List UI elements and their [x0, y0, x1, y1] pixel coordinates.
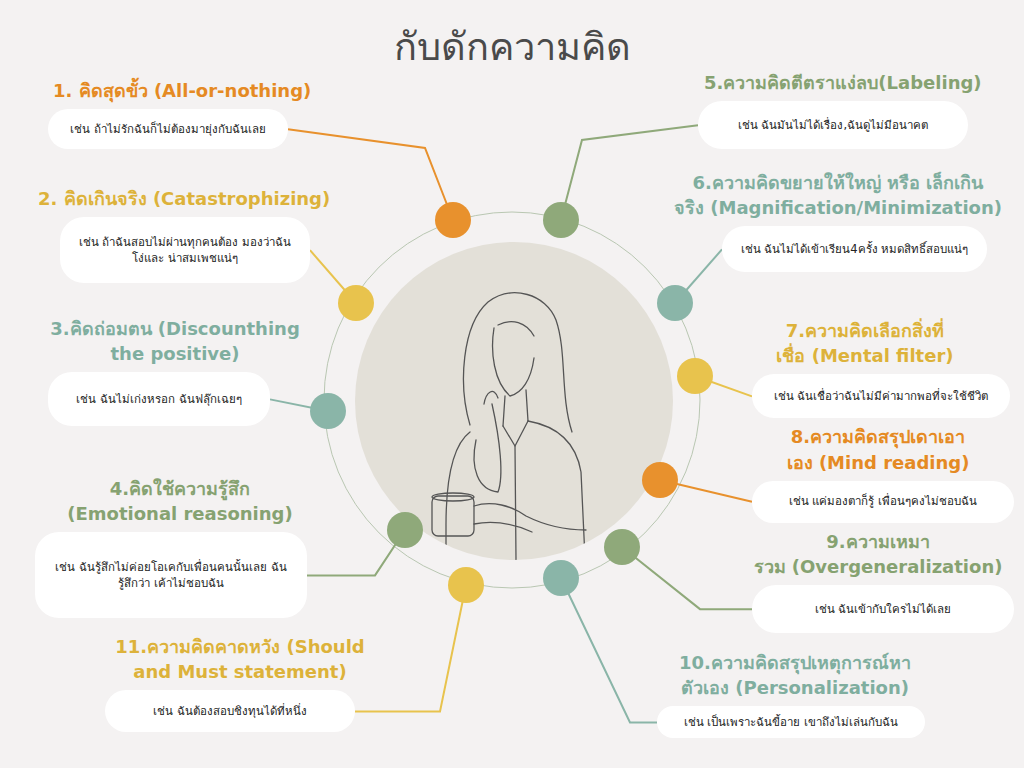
item-heading: 7.ความคิดเลือกสิ่งที่เชื่อ (Mental filte… — [716, 318, 1014, 368]
ring-dots — [310, 202, 713, 603]
example-text: เช่น ถ้าฉันสอบไม่ผ่านทุกคนต้อง มองว่าฉัน… — [74, 234, 296, 267]
trap-item: 4.คิดใช้ความรู้สึก (Emotional reasoning)… — [30, 476, 330, 618]
example-text: เช่น ฉันไม่เก่งหรอก ฉันฟลุ๊กเฉยๆ — [76, 391, 241, 408]
ring-dot — [338, 285, 374, 321]
ring-dot — [657, 285, 693, 321]
ring-dot — [642, 462, 678, 498]
example-pill: เช่น ฉันเชื่อว่าฉันไม่มีค่ามากพอที่จะใช้… — [752, 374, 1010, 418]
example-pill: เช่น ฉันต้องสอบชิงทุนได้ที่หนึ่ง — [105, 690, 355, 732]
ring-dot — [543, 560, 579, 596]
ring-dot — [543, 202, 579, 238]
item-heading: 1. คิดสุดขั้ว (All-or-nothing) — [45, 78, 345, 103]
example-pill: เช่น แค่มองตาก็รู้ เพื่อนๆคงไม่ชอบฉัน — [752, 481, 1014, 523]
item-heading: 11.ความคิดคาดหวัง (Should and Must state… — [80, 634, 400, 684]
example-text: เช่น ฉันไม่ได้เข้าเรียน4ครั้ง หมดสิทธิ์ส… — [741, 241, 969, 258]
item-heading: 5.ความคิดตีตราแง่ลบ(Labeling) — [690, 70, 1012, 95]
trap-item: 7.ความคิดเลือกสิ่งที่เชื่อ (Mental filte… — [716, 318, 1014, 418]
example-text: เช่น ฉันมันไม่ได้เรื่อง,ฉันดูไม่มีอนาคต — [738, 117, 928, 134]
example-text: เช่น ฉันรู้สึกไม่ค่อยโอเคกับเพื่อนคนนั้น… — [49, 559, 293, 592]
ring-dot — [448, 567, 484, 603]
ring-dot — [677, 358, 713, 394]
example-text: เช่น ฉันต้องสอบชิงทุนได้ที่หนึ่ง — [153, 703, 307, 720]
item-heading: 3.คิดถ่อมตน (Discounthing the positive) — [20, 316, 330, 366]
example-pill: เช่น ฉันรู้สึกไม่ค่อยโอเคกับเพื่อนคนนั้น… — [35, 532, 307, 618]
woman-illustration — [432, 293, 586, 580]
ring-dot — [604, 529, 640, 565]
trap-item: 10.ความคิดสรุปเหตุการณ์หาตัวเอง (Persona… — [630, 650, 960, 738]
inner-disc — [355, 242, 673, 560]
example-text: เช่น ฉันเชื่อว่าฉันไม่มีค่ามากพอที่จะใช้… — [774, 388, 989, 405]
example-pill: เช่น ถ้าฉันสอบไม่ผ่านทุกคนต้อง มองว่าฉัน… — [60, 217, 310, 283]
trap-item: 9.ความเหมารวม (Overgeneralization) เช่น ฉ… — [740, 529, 1016, 633]
item-heading: 8.ความคิดสรุปเดาเอาเอง (Mind reading) — [740, 424, 1016, 474]
title: กับดักความคิด — [0, 16, 1024, 77]
trap-item: 8.ความคิดสรุปเดาเอาเอง (Mind reading) เช่… — [740, 424, 1016, 522]
trap-item: 11.ความคิดคาดหวัง (Should and Must state… — [80, 634, 400, 732]
example-pill: เช่น ฉันไม่เก่งหรอก ฉันฟลุ๊กเฉยๆ — [48, 372, 270, 426]
outer-ring — [324, 212, 700, 588]
example-pill: เช่น เป็นเพราะฉันขี้อาย เขาถึงไม่เล่นกับ… — [657, 706, 925, 738]
example-text: เช่น เป็นเพราะฉันขี้อาย เขาถึงไม่เล่นกับ… — [684, 714, 898, 731]
ring-dot — [387, 512, 423, 548]
example-pill: เช่น ถ้าไม่รักฉันก็ไม่ต้องมายุ่งกับฉันเล… — [48, 109, 288, 149]
item-heading: 9.ความเหมารวม (Overgeneralization) — [740, 529, 1016, 579]
trap-item: 1. คิดสุดขั้ว (All-or-nothing) เช่น ถ้าไม… — [45, 78, 345, 149]
item-heading: 6.ความคิดขยายให้ใหญ่ หรือ เล็กเกินจริง (… — [660, 170, 1016, 220]
trap-item: 3.คิดถ่อมตน (Discounthing the positive) เ… — [20, 316, 330, 426]
example-pill: เช่น ฉันเข้ากับใครไม่ได้เลย — [752, 585, 1014, 633]
example-text: เช่น ถ้าไม่รักฉันก็ไม่ต้องมายุ่งกับฉันเล… — [70, 121, 266, 138]
ring-dot — [310, 393, 346, 429]
item-heading: 2. คิดเกินจริง (Catastrophizing) — [35, 186, 365, 211]
ring-dot — [435, 202, 471, 238]
leader-line — [622, 547, 752, 609]
example-text: เช่น แค่มองตาก็รู้ เพื่อนๆคงไม่ชอบฉัน — [789, 493, 977, 510]
example-pill: เช่น ฉันไม่ได้เข้าเรียน4ครั้ง หมดสิทธิ์ส… — [722, 226, 987, 272]
leader-line — [355, 585, 466, 711]
trap-item: 5.ความคิดตีตราแง่ลบ(Labeling) เช่น ฉันมัน… — [690, 70, 1012, 149]
item-heading: 10.ความคิดสรุปเหตุการณ์หาตัวเอง (Persona… — [630, 650, 960, 700]
example-pill: เช่น ฉันมันไม่ได้เรื่อง,ฉันดูไม่มีอนาคต — [698, 101, 968, 149]
trap-item: 6.ความคิดขยายให้ใหญ่ หรือ เล็กเกินจริง (… — [660, 170, 1016, 272]
example-text: เช่น ฉันเข้ากับใครไม่ได้เลย — [815, 601, 952, 618]
leader-line — [561, 578, 657, 722]
trap-item: 2. คิดเกินจริง (Catastrophizing) เช่น ถ้า… — [35, 186, 365, 283]
item-heading: 4.คิดใช้ความรู้สึก (Emotional reasoning) — [30, 476, 330, 526]
